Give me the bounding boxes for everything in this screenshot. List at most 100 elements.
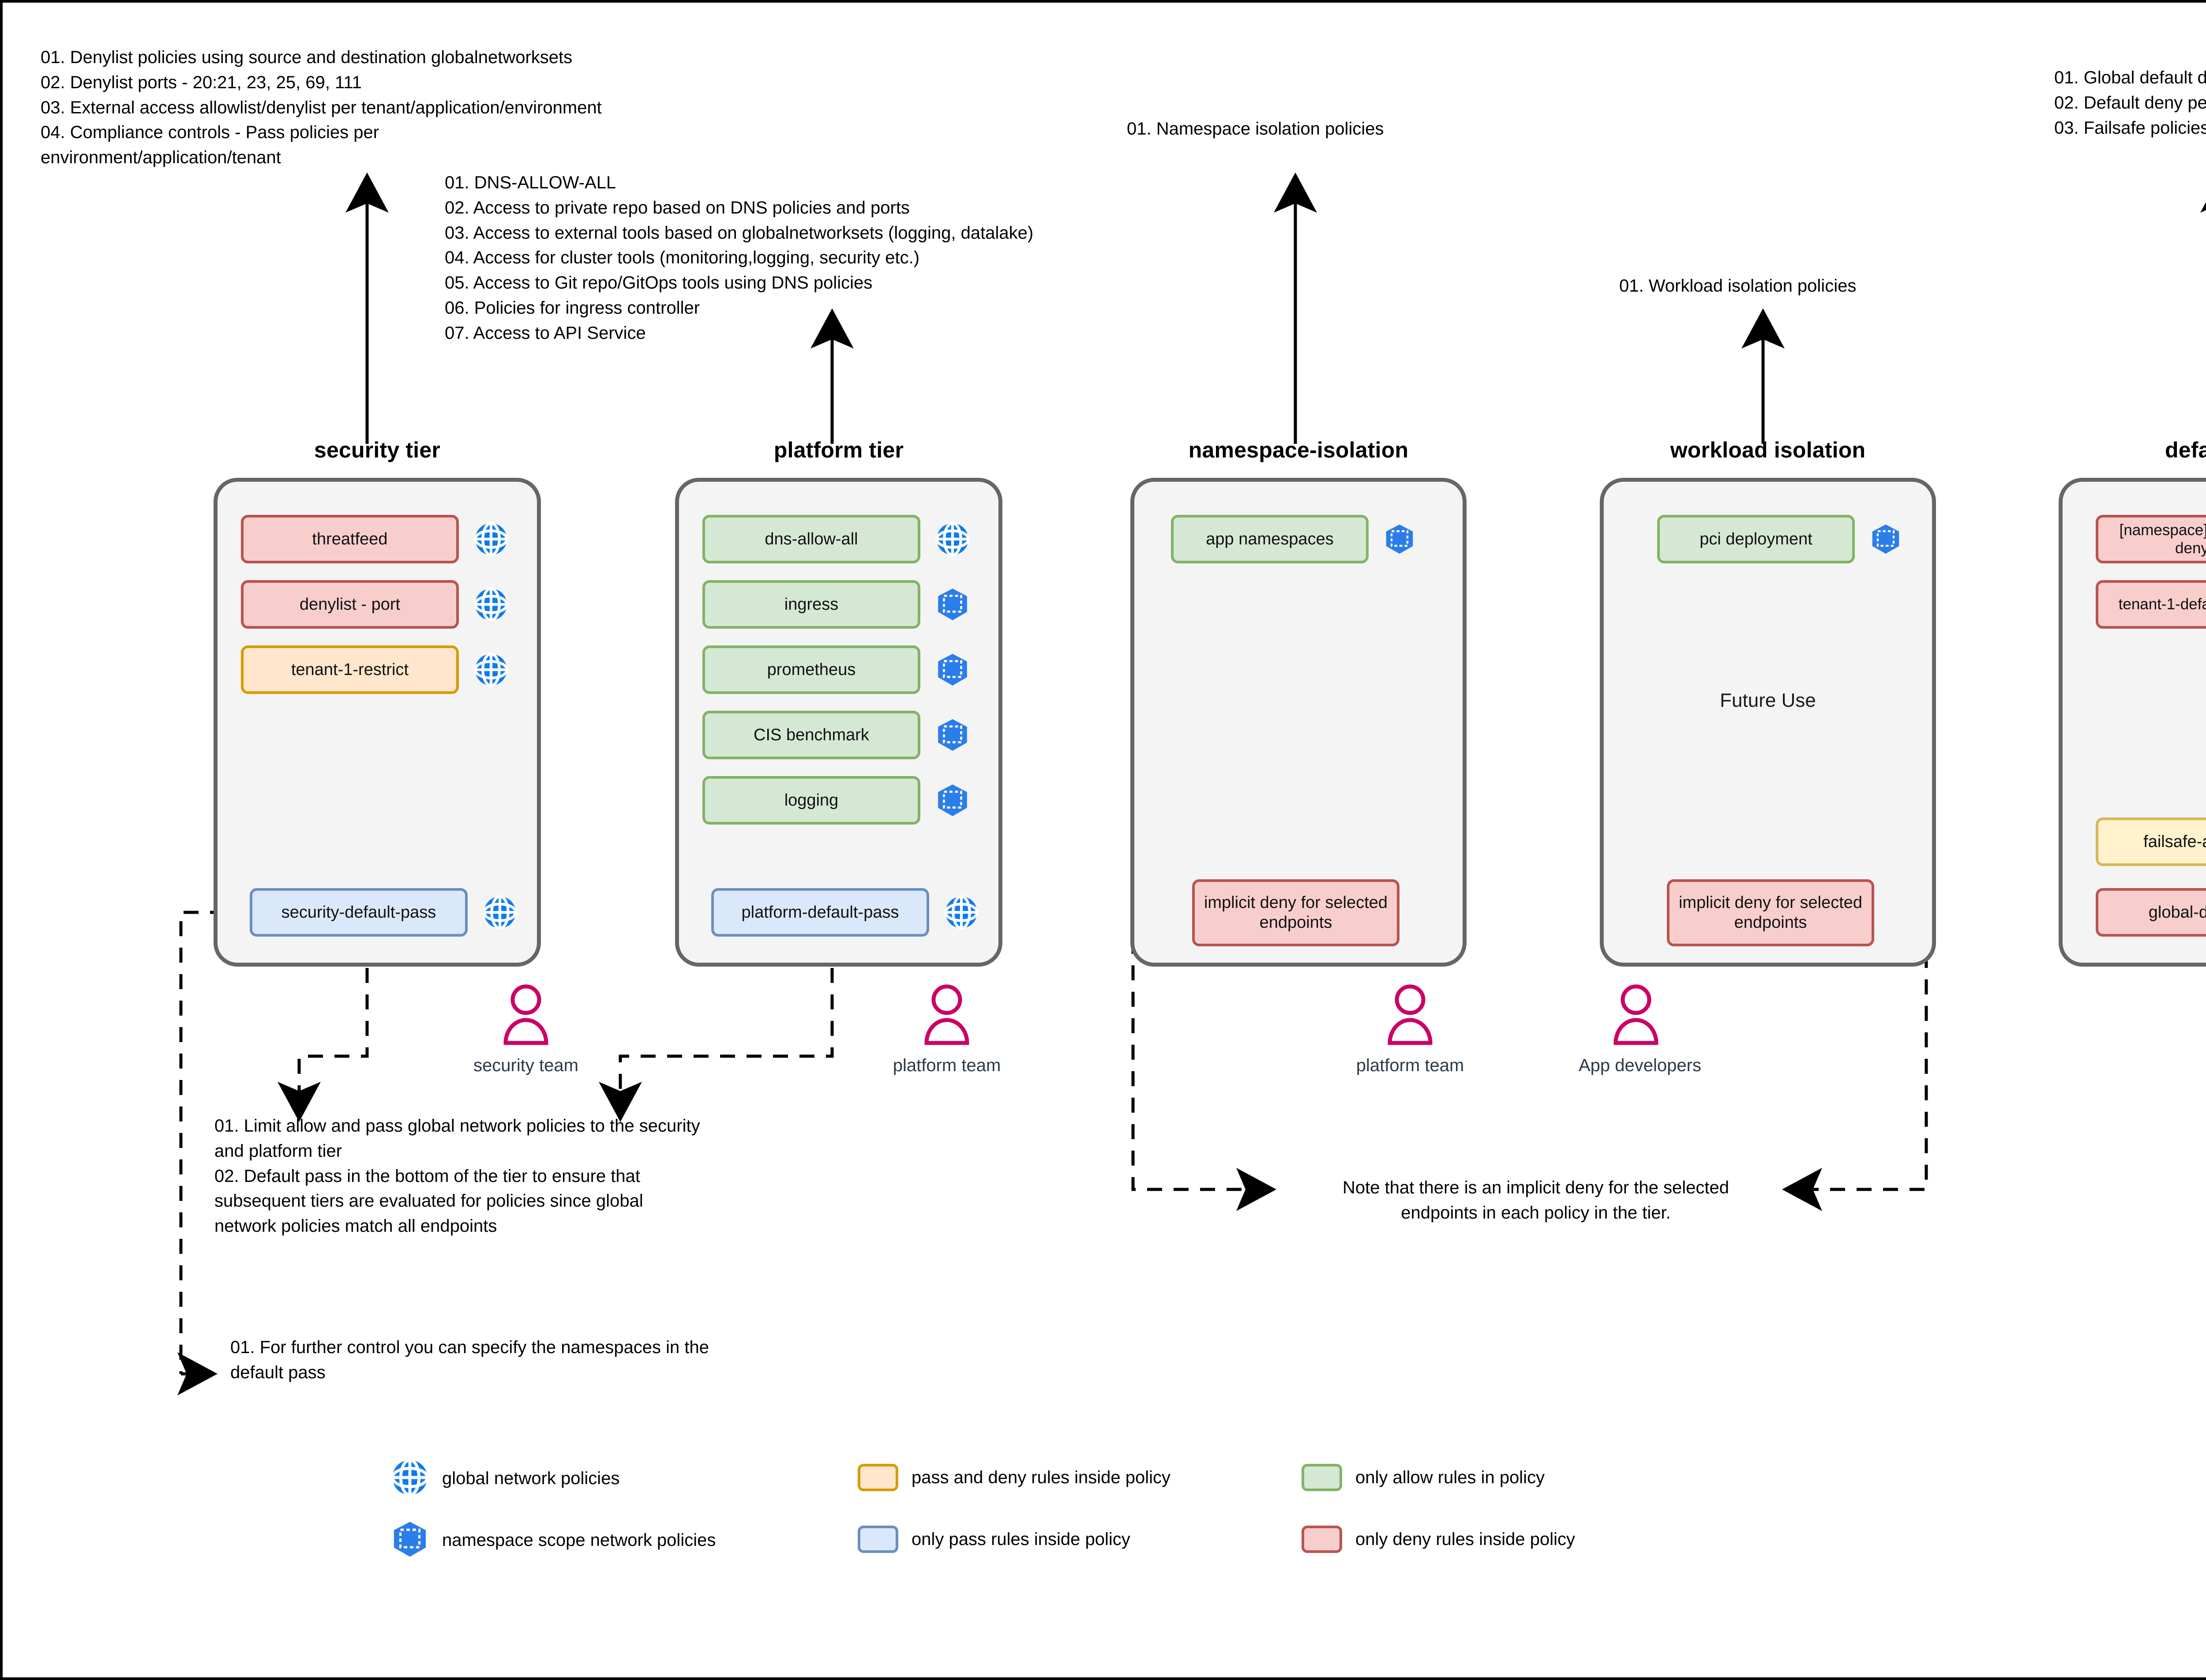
legend-label: only deny rules inside policy bbox=[1355, 1529, 1576, 1549]
policy-prometheus[interactable]: prometheus bbox=[702, 645, 920, 694]
policy-row-implicit-deny-namespace[interactable]: implicit deny for selected endpoints bbox=[1192, 879, 1413, 946]
global-network-policy-icon bbox=[474, 522, 508, 556]
persona-platform-team-mid: platform team bbox=[1353, 983, 1467, 1076]
namespace-scope-policy-icon bbox=[935, 587, 970, 622]
global-network-policy-icon bbox=[944, 895, 979, 930]
tier-title-workload-isolation: workload isolation bbox=[1670, 438, 1866, 462]
namespace-scope-policy-icon bbox=[1870, 523, 1902, 555]
legend-label: namespace scope network policies bbox=[442, 1530, 716, 1550]
global-network-policy-icon bbox=[474, 652, 508, 687]
persona-label: security team bbox=[473, 1056, 578, 1075]
legend-label: only allow rules in policy bbox=[1355, 1467, 1545, 1487]
policy-row-namespace-default-deny[interactable]: [namespace]-default-deny bbox=[2096, 515, 2206, 563]
note-workload-isolation-capabilities: 01. Workload isolation policies bbox=[1619, 276, 1857, 296]
policy-namespace-default-deny[interactable]: [namespace]-default-deny bbox=[2096, 515, 2206, 563]
policy-ingress[interactable]: ingress bbox=[702, 580, 920, 629]
tier-title-namespace-isolation: namespace-isolation bbox=[1188, 438, 1409, 462]
policy-implicit-deny-namespace[interactable]: implicit deny for selected endpoints bbox=[1192, 879, 1399, 946]
policy-row-failsafe-allow[interactable]: failsafe-allow bbox=[2096, 818, 2206, 866]
legend-swatch-only-allow bbox=[1302, 1464, 1342, 1491]
policy-row-app-namespaces[interactable]: app namespaces bbox=[1171, 515, 1444, 563]
tier-title-default: default tier bbox=[2165, 438, 2206, 462]
policy-row-implicit-deny-workload[interactable]: implicit deny for selected endpoints bbox=[1667, 879, 1887, 946]
persona-label: platform team bbox=[1356, 1056, 1464, 1075]
policy-threatfeed[interactable]: threatfeed bbox=[241, 515, 459, 563]
note-default-pass-namespaces: 01. For further control you can specify … bbox=[230, 1338, 709, 1382]
wire-platform-tier-to-notes bbox=[599, 968, 834, 1122]
legend-only-allow: only allow rules in policy bbox=[1302, 1464, 1545, 1491]
policy-row-platform-default-pass[interactable]: platform-default-pass bbox=[711, 888, 985, 937]
person-icon bbox=[1388, 984, 1433, 1045]
policy-platform-default-pass[interactable]: platform-default-pass bbox=[711, 888, 929, 937]
policy-row-security-default-pass[interactable]: security-default-pass bbox=[250, 888, 523, 937]
tier-namespace-isolation: namespace-isolation app namespaces impli… bbox=[1130, 438, 1467, 967]
tier-default: default tier [namespace]-default-deny te… bbox=[2059, 438, 2206, 967]
workload-future-use-label: Future Use bbox=[1720, 690, 1816, 711]
policy-row-tenant-1-default-deny[interactable]: tenant-1-default-deny bbox=[2096, 580, 2206, 629]
policy-failsafe-allow[interactable]: failsafe-allow bbox=[2096, 818, 2206, 866]
note-security-tier-capabilities: 01. Denylist policies using source and d… bbox=[41, 48, 602, 168]
note-namespace-isolation-capabilities: 01. Namespace isolation policies bbox=[1127, 119, 1384, 139]
wire-security-tier-to-notes bbox=[278, 968, 369, 1122]
global-network-policy-icon bbox=[474, 587, 508, 622]
policy-row-prometheus[interactable]: prometheus bbox=[702, 645, 976, 694]
namespace-scope-policy-icon bbox=[391, 1520, 429, 1560]
legend-swatch-pass-deny bbox=[858, 1464, 898, 1491]
tier-platform: platform tier dns-allow-all ingress bbox=[675, 438, 1002, 967]
persona-security-team-left: security team bbox=[469, 983, 583, 1076]
note-platform-tier-capabilities: 01. DNS-ALLOW-ALL 02. Access to private … bbox=[445, 173, 1034, 343]
policy-logging[interactable]: logging bbox=[702, 776, 920, 825]
policy-security-default-pass[interactable]: security-default-pass bbox=[250, 888, 468, 937]
policy-tenant-1-restrict[interactable]: tenant-1-restrict bbox=[241, 645, 459, 694]
namespace-scope-policy-icon bbox=[935, 783, 970, 818]
global-network-policy-icon bbox=[935, 522, 970, 556]
note-implicit-deny: Note that there is an implicit deny for … bbox=[1342, 1178, 1729, 1222]
person-icon bbox=[924, 984, 969, 1045]
legend-swatch-only-pass bbox=[858, 1526, 898, 1553]
namespace-scope-policy-icon bbox=[1384, 523, 1415, 555]
tier-title-security: security tier bbox=[314, 438, 441, 462]
tier-title-platform: platform tier bbox=[773, 438, 904, 462]
policy-row-global-deny[interactable]: global-deny bbox=[2096, 888, 2206, 937]
policy-app-namespaces[interactable]: app namespaces bbox=[1171, 515, 1369, 563]
policy-pci-deployment[interactable]: pci deployment bbox=[1657, 515, 1855, 563]
policy-row-threatfeed[interactable]: threatfeed bbox=[241, 515, 514, 563]
persona-platform-team-left: platform team bbox=[889, 983, 1004, 1076]
global-network-policy-icon bbox=[391, 1459, 429, 1499]
policy-row-cis-benchmark[interactable]: CIS benchmark bbox=[702, 711, 976, 759]
legend-label: only pass rules inside policy bbox=[912, 1529, 1130, 1549]
persona-app-developers: App developers bbox=[1579, 983, 1701, 1076]
policy-row-ingress[interactable]: ingress bbox=[702, 580, 976, 629]
policy-tenant-1-default-deny[interactable]: tenant-1-default-deny bbox=[2096, 580, 2206, 629]
note-global-policy-guidance: 01. Limit allow and pass global network … bbox=[214, 1116, 700, 1236]
tier-security: security tier threatfeed denylist - port bbox=[214, 438, 541, 967]
legend-label: global network policies bbox=[442, 1469, 620, 1488]
persona-label: App developers bbox=[1579, 1056, 1701, 1075]
policy-global-deny[interactable]: global-deny bbox=[2096, 888, 2206, 937]
policy-row-pci-deployment[interactable]: pci deployment bbox=[1657, 515, 1931, 563]
policy-row-dns-allow-all[interactable]: dns-allow-all bbox=[702, 515, 976, 563]
policy-row-logging[interactable]: logging bbox=[702, 776, 976, 825]
persona-label: platform team bbox=[893, 1056, 1001, 1075]
legend-only-pass: only pass rules inside policy bbox=[858, 1526, 1130, 1553]
legend-swatch-only-deny bbox=[1302, 1526, 1342, 1553]
policy-implicit-deny-workload[interactable]: implicit deny for selected endpoints bbox=[1667, 879, 1874, 946]
policy-cis-benchmark[interactable]: CIS benchmark bbox=[702, 711, 920, 759]
policy-row-tenant-1-restrict[interactable]: tenant-1-restrict bbox=[241, 645, 514, 694]
legend-label: pass and deny rules inside policy bbox=[912, 1467, 1171, 1487]
legend-namespace-scope-policies: namespace scope network policies bbox=[391, 1520, 716, 1560]
person-icon bbox=[503, 984, 548, 1045]
note-default-tier-capabilities: 01. Global default deny 02. Default deny… bbox=[2054, 68, 2206, 138]
policy-denylist-port[interactable]: denylist - port bbox=[241, 580, 459, 629]
policy-dns-allow-all[interactable]: dns-allow-all bbox=[702, 515, 920, 563]
global-network-policy-icon bbox=[483, 895, 517, 930]
policy-row-denylist-port[interactable]: denylist - port bbox=[241, 580, 514, 629]
namespace-scope-policy-icon bbox=[935, 718, 970, 752]
tier-workload-isolation: workload isolation pci deployment Future… bbox=[1600, 438, 1936, 967]
legend: global network policies namespace scope … bbox=[391, 1459, 1759, 1600]
legend-only-deny: only deny rules inside policy bbox=[1302, 1526, 1575, 1553]
person-icon bbox=[1613, 984, 1658, 1045]
legend-pass-and-deny: pass and deny rules inside policy bbox=[858, 1464, 1171, 1491]
namespace-scope-policy-icon bbox=[935, 652, 970, 687]
